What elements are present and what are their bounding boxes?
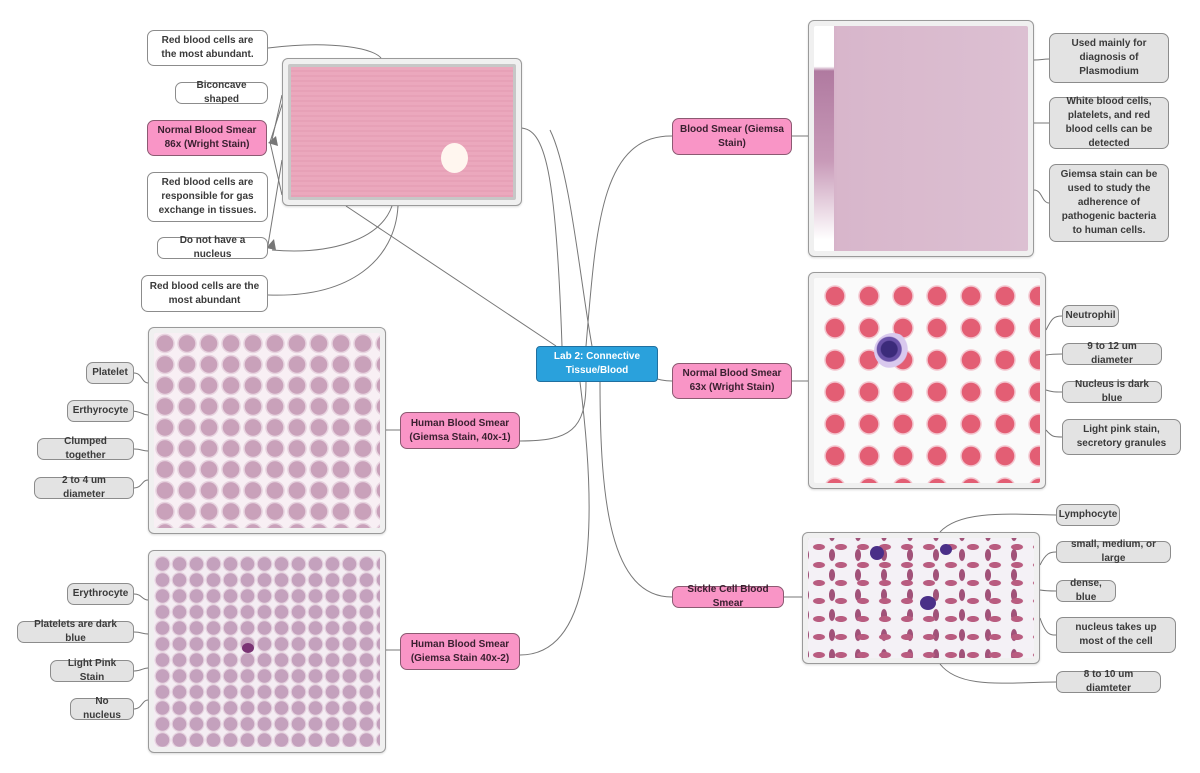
note-lymphocyte[interactable]: Lymphocyte bbox=[1056, 504, 1120, 526]
topic-blood-smear-giemsa[interactable]: Blood Smear (Giemsa Stain) bbox=[672, 118, 792, 155]
note-biconcave[interactable]: Biconcave shaped bbox=[175, 80, 268, 105]
arrow-86x-1 bbox=[271, 94, 283, 141]
note-plasmodium[interactable]: Used mainly for diagnosis of Plasmodium bbox=[1049, 33, 1169, 83]
link-40x1-n4 bbox=[133, 479, 149, 489]
link-40x1-n1 bbox=[133, 372, 149, 384]
link-63x-n2 bbox=[1045, 353, 1063, 356]
image-frame-40x2 bbox=[148, 550, 386, 753]
arrowhead-86x-label bbox=[268, 136, 278, 146]
note-dense-blue[interactable]: dense, blue bbox=[1056, 578, 1116, 603]
link-86x-note-4 bbox=[271, 205, 393, 252]
link-40x2-n3 bbox=[133, 667, 149, 672]
note-platelet[interactable]: Platelet bbox=[86, 362, 134, 384]
micrograph-86x-bubble bbox=[441, 143, 468, 173]
topic-human-smear-40x2[interactable]: Human Blood Smear (Giemsa Stain 40x-2) bbox=[400, 633, 520, 670]
link-central-86x-image bbox=[549, 129, 593, 347]
image-frame-86x bbox=[282, 58, 522, 206]
link-central-40x1 bbox=[519, 381, 587, 442]
note-nucleus-most-of-cell[interactable]: nucleus takes up most of the cell bbox=[1056, 617, 1176, 653]
note-rbc-most-abundant-1[interactable]: Red blood cells are the most abundant. bbox=[147, 30, 268, 66]
image-frame-63x bbox=[808, 272, 1046, 489]
micrograph-63x-neutrophil bbox=[874, 333, 912, 369]
link-central-giemsa bbox=[585, 135, 673, 347]
note-no-nucleus[interactable]: Do not have a nucleus bbox=[157, 235, 268, 260]
image-frame-sickle bbox=[802, 532, 1040, 664]
link-40x2-n1 bbox=[133, 593, 149, 601]
micrograph-giemsa-edge bbox=[814, 26, 834, 251]
link-40x2-n4 bbox=[133, 699, 149, 710]
link-sickle-n4 bbox=[1039, 617, 1057, 636]
link-central-sickle bbox=[599, 381, 673, 598]
link-sickle-n2 bbox=[1039, 551, 1057, 566]
note-rbc-most-abundant-2[interactable]: Red blood cells are the most abundant bbox=[141, 275, 268, 312]
link-sickle-n5 bbox=[939, 663, 1057, 684]
note-platelets-dark-blue[interactable]: Platelets are dark blue bbox=[17, 619, 134, 644]
note-erythrocyte[interactable]: Erythrocyte bbox=[67, 583, 134, 605]
image-frame-giemsa bbox=[808, 20, 1034, 257]
note-erthyrocyte[interactable]: Erthyrocyte bbox=[67, 400, 134, 422]
micrograph-40x2-platelet-cluster bbox=[242, 643, 254, 653]
micrograph-86x bbox=[288, 64, 516, 200]
topic-normal-smear-86x[interactable]: Normal Blood Smear 86x (Wright Stain) bbox=[147, 120, 267, 156]
topic-normal-smear-63x[interactable]: Normal Blood Smear 63x (Wright Stain) bbox=[672, 363, 792, 399]
link-40x1-n3 bbox=[133, 448, 149, 452]
note-9-12-um[interactable]: 9 to 12 um diameter bbox=[1062, 341, 1162, 366]
topic-sickle-cell-smear[interactable]: Sickle Cell Blood Smear bbox=[672, 584, 784, 609]
note-light-pink-stain[interactable]: Light Pink Stain bbox=[50, 658, 134, 683]
micrograph-giemsa bbox=[814, 26, 1028, 251]
note-clumped-together[interactable]: Clumped together bbox=[37, 436, 134, 461]
link-sickle-n1 bbox=[939, 513, 1057, 533]
note-rbc-gas-exchange[interactable]: Red blood cells are responsible for gas … bbox=[147, 172, 268, 222]
arrow-86x-4 bbox=[267, 159, 283, 246]
note-8-10-um[interactable]: 8 to 10 um diamteter bbox=[1056, 669, 1161, 694]
note-sizes[interactable]: small, medium, or large bbox=[1056, 539, 1171, 564]
central-topic[interactable]: Lab 2: Connective Tissue/Blood bbox=[536, 346, 658, 382]
note-cells-detected[interactable]: White blood cells, platelets, and red bl… bbox=[1049, 96, 1169, 149]
link-63x-n4 bbox=[1045, 429, 1063, 438]
micrograph-sickle-nucleus-3 bbox=[920, 596, 936, 610]
image-frame-40x1 bbox=[148, 327, 386, 534]
link-63x-n3 bbox=[1045, 389, 1063, 393]
micrograph-63x bbox=[814, 278, 1040, 483]
link-86x-note-1 bbox=[267, 44, 383, 61]
link-86x-note-5 bbox=[267, 205, 399, 296]
micrograph-40x2 bbox=[154, 556, 380, 747]
note-nucleus-dark-blue[interactable]: Nucleus is dark blue bbox=[1062, 379, 1162, 404]
note-light-pink-granules[interactable]: Light pink stain, secretory granules bbox=[1062, 419, 1181, 455]
micrograph-sickle-nucleus-1 bbox=[870, 546, 884, 560]
micrograph-sickle-nucleus-2 bbox=[940, 544, 952, 555]
link-central-40x2 bbox=[519, 381, 590, 656]
arrowhead-nucleus-note bbox=[266, 239, 276, 250]
link-giemsa-n1 bbox=[1033, 58, 1050, 61]
note-neutrophil[interactable]: Neutrophil bbox=[1062, 305, 1119, 327]
note-2-4-um[interactable]: 2 to 4 um diameter bbox=[34, 475, 134, 500]
topic-human-smear-40x1[interactable]: Human Blood Smear (Giemsa Stain, 40x-1) bbox=[400, 412, 520, 449]
link-central-86x-diagonal bbox=[345, 205, 557, 347]
micrograph-40x1 bbox=[154, 333, 380, 528]
link-giemsa-n3 bbox=[1033, 189, 1050, 204]
note-bacteria-adherence[interactable]: Giemsa stain can be used to study the ad… bbox=[1049, 164, 1169, 242]
link-sickle-n3 bbox=[1039, 589, 1057, 592]
link-40x2-n2 bbox=[133, 631, 149, 635]
link-86x-image-to-central bbox=[519, 127, 563, 347]
micrograph-sickle bbox=[808, 538, 1034, 658]
note-no-nucleus-40x2[interactable]: No nucleus bbox=[70, 696, 134, 721]
link-63x-n1 bbox=[1045, 315, 1063, 331]
arrow-86x-3 bbox=[269, 141, 283, 196]
